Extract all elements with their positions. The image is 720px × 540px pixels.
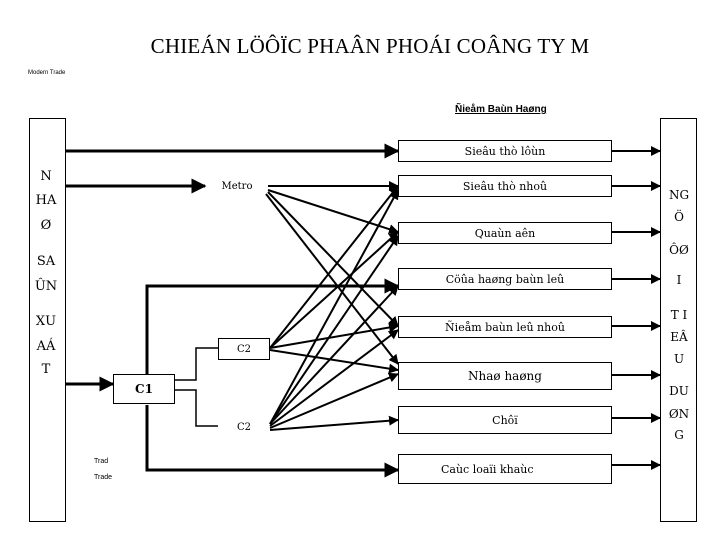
producer-line-8: T <box>41 362 51 377</box>
arrow-c2u-small-retail <box>269 322 399 349</box>
producer-line-4: SA <box>36 254 56 269</box>
arrow-c2l-market <box>269 415 399 431</box>
producer-line-6: XU <box>35 314 57 329</box>
outlet-small-supermarket: Sieâu thò nhoû <box>398 175 612 197</box>
arrow-c2l-eatery <box>269 235 399 425</box>
consumer-line-7: U <box>673 352 685 366</box>
consumer-line-8: DU <box>669 384 689 398</box>
outlet-market: Chôï <box>398 406 612 434</box>
producer-line-5: ÛN <box>34 279 58 294</box>
consumer-line-4: I <box>676 273 682 287</box>
producer-column <box>29 118 66 522</box>
c2-lower-label: C2 <box>236 421 251 433</box>
arrow-metro-small-retail <box>267 191 399 327</box>
outlet-other: Caùc loaïi khaùc <box>398 454 612 484</box>
consumer-line-9: ØN <box>668 407 690 421</box>
consumer-line-5: T I <box>670 308 688 322</box>
c2-upper-box: C2 <box>218 338 270 360</box>
diagram-title: CHIEÁN LÖÔÏC PHAÂN PHOÁI COÂNG TY M <box>150 34 590 58</box>
trad-label-line1: Trad <box>94 458 109 465</box>
legend-label: Ñieåm Baùn Haøng <box>455 104 547 115</box>
arrow-c2u-restaurant <box>269 349 399 374</box>
consumer-line-3: ÔØ <box>669 243 689 257</box>
arrow-c2l-small-supermarket <box>269 189 399 425</box>
outlet-eatery: Quaùn aên <box>398 222 612 244</box>
consumer-line-6: EÂ <box>670 330 688 344</box>
consumer-column <box>660 118 697 522</box>
consumer-line-2: Ö <box>674 210 684 224</box>
producer-line-1: N <box>40 169 52 184</box>
outlet-large-supermarket: Sieâu thò lôùn <box>398 140 612 162</box>
link-c1-c2-lower <box>175 389 218 427</box>
link-c1-c2-upper <box>175 347 218 381</box>
outlet-retail-store: Cöûa haøng baùn leû <box>398 268 612 290</box>
arrow-to-other-outlets <box>145 405 400 478</box>
outlet-restaurant: Nhaø haøng <box>398 362 612 390</box>
producer-line-3: Ø <box>40 218 52 233</box>
producer-line-2: HA <box>35 193 57 208</box>
arrow-c2u-small-supermarket <box>269 185 399 349</box>
arrow-c2l-restaurant <box>269 372 399 429</box>
arrow-c2u-eatery <box>269 231 399 349</box>
arrow-c2l-small-retail <box>269 329 399 427</box>
consumer-line-10: G <box>674 428 684 442</box>
modern-trade-label: Modern Trade <box>28 70 66 76</box>
trad-label-line2: Trade <box>94 474 113 481</box>
consumer-line-1: NG <box>668 188 690 202</box>
arrow-to-retail-store <box>145 278 400 374</box>
c1-box: C1 <box>113 374 175 404</box>
arrow-metro-eatery <box>267 189 399 234</box>
metro-label: Metro <box>221 180 253 192</box>
outlet-small-retail: Ñieåm baùn leû nhoû <box>398 316 612 338</box>
producer-line-7: AÁ <box>36 339 56 354</box>
arrow-c2l-retail-store <box>269 285 399 425</box>
arrow-metro-restaurant <box>265 193 399 365</box>
